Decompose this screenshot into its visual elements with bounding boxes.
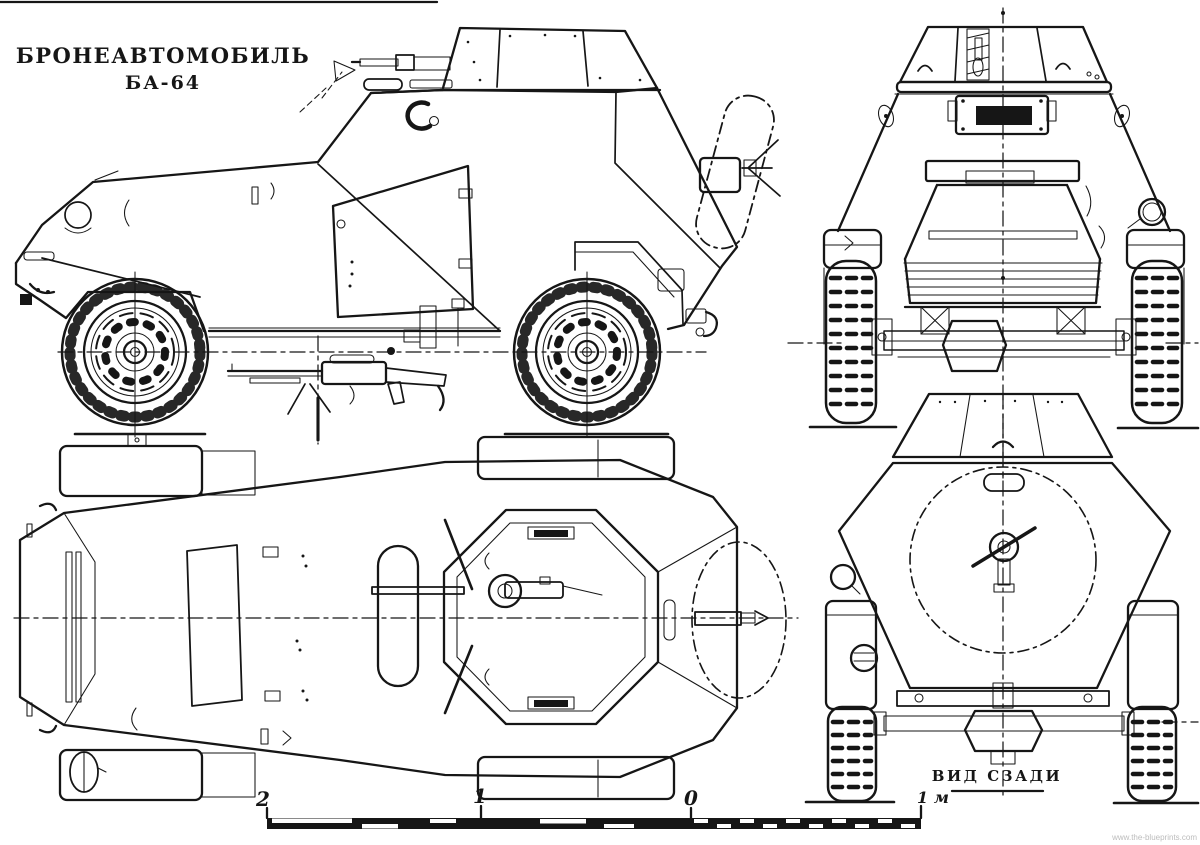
title-block: БРОНЕАВТОМОБИЛЬ БА-64 (16, 43, 310, 94)
headlight-front (1127, 197, 1167, 229)
front-view-drawing (787, 7, 1200, 479)
watermark-text: www.the-blueprints.com (1111, 833, 1197, 842)
ground-line-front (808, 425, 1200, 430)
headlight-top (69, 751, 107, 793)
spare-wheel-mount (971, 526, 1037, 593)
rear-view-drawing: ВИД СЗАДИ (804, 392, 1200, 805)
headlight (64, 201, 92, 229)
scale-label-1m: 1 м (917, 788, 949, 807)
turret-side (299, 26, 662, 113)
front-right-wheel (1130, 259, 1184, 425)
spare-wheel-top-phantom (691, 541, 787, 699)
front-left-wheel (824, 259, 878, 425)
top-view-drawing (13, 433, 799, 802)
drawing-title: БРОНЕАВТОМОБИЛЬ (16, 43, 310, 68)
rear-axle (873, 709, 1135, 765)
fenders-top (58, 435, 676, 802)
fuel-filler (849, 643, 879, 673)
periscope-bump (363, 78, 403, 91)
drawing-subtitle: БА-64 (125, 72, 201, 94)
ground-line-rear (804, 800, 1200, 805)
rear-right-wheel (1126, 705, 1178, 803)
front-fenders (822, 228, 1186, 345)
machine-gun-side (350, 54, 451, 71)
spare-wheel-rear-phantom (909, 466, 1097, 654)
scale-bar-rod (267, 818, 921, 829)
convoy-light (829, 563, 857, 591)
dt-machine-gun (226, 335, 447, 445)
tow-pintle-top (694, 610, 769, 626)
scale-bar: 2 1 0 1 м (255, 784, 949, 829)
tow-hook (685, 308, 719, 338)
side-door (331, 164, 475, 319)
rear-hull-plate (837, 461, 1172, 690)
spare-wheel-phantom (695, 94, 775, 250)
stowage-box-front (947, 94, 1057, 136)
hood-hatch-top (186, 544, 243, 707)
rear-view-label: ВИД СЗАДИ (932, 767, 1062, 785)
front-axle (871, 318, 1137, 373)
scale-label-2: 2 (255, 787, 270, 811)
rear-bumper (896, 682, 1110, 709)
fuel-tank-top (376, 544, 420, 688)
driver-visor (924, 159, 1081, 184)
turret-ring-top (442, 508, 660, 726)
rear-light-box (657, 268, 685, 292)
side-view-drawing (14, 26, 781, 445)
hood-front (903, 183, 1103, 305)
scale-label-1: 1 (473, 784, 487, 808)
pennant (333, 60, 356, 82)
rear-fenders (824, 599, 1180, 711)
stowage-ring (405, 100, 433, 131)
scale-label-0: 0 (684, 786, 698, 810)
rear-left-wheel (826, 705, 878, 803)
